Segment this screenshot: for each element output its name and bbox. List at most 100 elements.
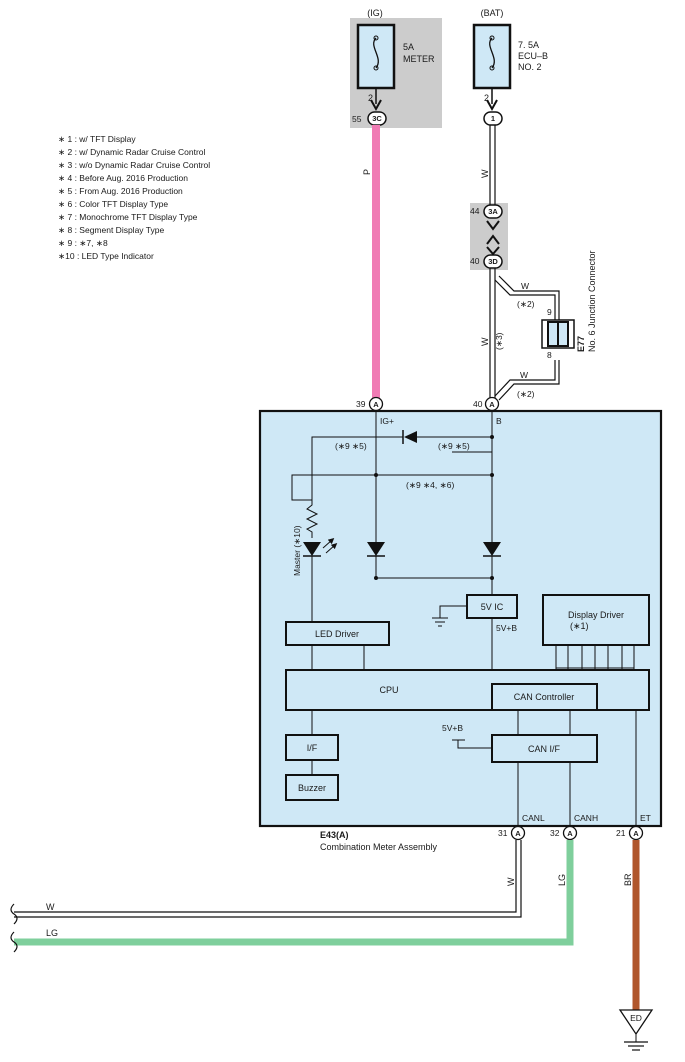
meter-pin-39-num: 39 xyxy=(356,399,366,409)
meter-code: E43(A) xyxy=(320,830,349,840)
if-label: I/F xyxy=(307,743,318,753)
bus-break-lg xyxy=(10,931,18,953)
led-driver xyxy=(285,621,390,646)
note-jc-top: (∗2) xyxy=(517,299,535,309)
jc-pin-top: 9 xyxy=(547,307,552,317)
ground-ed-label: ED xyxy=(630,1013,642,1023)
wire-p-label: P xyxy=(362,169,372,175)
meter-pin-32-conn: A xyxy=(567,829,573,838)
bat-fuse xyxy=(472,23,512,90)
jc-code: E77 xyxy=(576,336,586,352)
bat-fuse-pin: 2 xyxy=(484,93,489,103)
master-label: Master (∗10) xyxy=(292,525,302,576)
ig-plus-label: IG+ xyxy=(380,416,394,426)
can-controller-label: CAN Controller xyxy=(514,692,575,702)
meter-pin-31 xyxy=(510,825,526,841)
wire-canl-label: W xyxy=(506,877,516,886)
meter-pin-32 xyxy=(562,825,578,841)
ig-fuse-name: METER xyxy=(403,54,435,64)
display-driver-label: Display Driver xyxy=(568,610,624,620)
led-driver-label: LED Driver xyxy=(315,629,359,639)
diode-b xyxy=(483,542,501,556)
connector-3a xyxy=(483,204,503,219)
meter-pin-40-conn: A xyxy=(489,400,495,409)
connector-1 xyxy=(483,111,503,126)
legend-item: ∗ 6 : Color TFT Display Type xyxy=(58,199,168,209)
canl-label: CANL xyxy=(522,813,545,823)
wire-canl xyxy=(14,840,517,913)
connector-3a-terminal: 44 xyxy=(470,206,480,216)
bat-fuse-name2: NO. 2 xyxy=(518,62,542,72)
combination-meter-assembly xyxy=(258,409,663,828)
meter-pin-40-num: 40 xyxy=(473,399,483,409)
ig-source-label: (IG) xyxy=(367,8,383,18)
buzzer-label: Buzzer xyxy=(298,783,326,793)
legend-item: ∗ 4 : Before Aug. 2016 Production xyxy=(58,173,188,183)
five-v-ic xyxy=(466,594,518,619)
et-label: ET xyxy=(640,813,651,823)
diode-ig xyxy=(367,542,385,556)
bat-fuse-name1: ECU–B xyxy=(518,51,548,61)
meter-pin-21 xyxy=(628,825,644,841)
meter-pin-32-num: 32 xyxy=(550,828,560,838)
bat-source-label: (BAT) xyxy=(481,8,504,18)
jc-pin-bottom: 8 xyxy=(547,350,552,360)
bat-fuse-rating: 7. 5A xyxy=(518,40,539,50)
bat-fuse-symbol xyxy=(489,37,495,69)
cpu-label: CPU xyxy=(379,685,398,695)
connector-3c-terminal: 55 xyxy=(352,114,362,124)
resistor xyxy=(305,500,319,538)
connector-3d-label: 3D xyxy=(488,257,498,266)
meter-pin-21-conn: A xyxy=(633,829,639,838)
meter-pin-31-conn: A xyxy=(515,829,521,838)
ig-fuse-rating: 5A xyxy=(403,42,414,52)
meter-pin-31-num: 31 xyxy=(498,828,508,838)
bus-w-label: W xyxy=(46,902,55,912)
meter-name: Combination Meter Assembly xyxy=(320,842,438,852)
legend-item: ∗ 7 : Monochrome TFT Display Type xyxy=(58,212,198,222)
legend-item: ∗ 9 : ∗7, ∗8 xyxy=(58,238,108,248)
note-9-5-a: (∗9 ∗5) xyxy=(335,441,367,451)
legend-item: ∗ 1 : w/ TFT Display xyxy=(58,134,136,144)
can-controller xyxy=(491,683,598,711)
ig-fuse-symbol xyxy=(373,37,379,69)
diode-top xyxy=(404,431,417,443)
five-v-b-label: 5V+B xyxy=(496,623,517,633)
note-9-4-6: (∗9 ∗4, ∗6) xyxy=(406,480,454,490)
legend-item: ∗ 3 : w/o Dynamic Radar Cruise Control xyxy=(58,160,210,170)
meter-pin-39-conn: A xyxy=(373,400,379,409)
wire-et-label: BR xyxy=(623,873,633,886)
connector-3c-label: 3C xyxy=(372,114,382,123)
display-driver-note: (∗1) xyxy=(570,621,589,631)
five-v-b-2-label: 5V+B xyxy=(442,723,463,733)
b-label: B xyxy=(496,416,502,426)
wire-canh xyxy=(14,840,574,946)
legend-item: ∗10 : LED Type Indicator xyxy=(58,251,154,261)
note-jc-bottom: (∗2) xyxy=(517,389,535,399)
wire-jc-top-label: W xyxy=(521,281,529,291)
note-star3: (∗3) xyxy=(494,332,504,350)
if-block xyxy=(285,734,339,761)
bus-lg-label: LG xyxy=(46,928,58,938)
legend-item: ∗ 8 : Segment Display Type xyxy=(58,225,164,235)
wire-main-label: W xyxy=(480,337,490,346)
led-master xyxy=(303,542,321,556)
legend-item: ∗ 5 : From Aug. 2016 Production xyxy=(58,186,183,196)
wire-jc-bottom-label: W xyxy=(520,370,528,380)
bat-fuse-arrow xyxy=(486,99,498,112)
display-driver xyxy=(542,594,650,646)
connector-1-label: 1 xyxy=(491,114,495,123)
can-if-label: CAN I/F xyxy=(528,744,561,754)
wire-canh-label: LG xyxy=(557,874,567,886)
ground-ed xyxy=(618,1009,654,1036)
note-9-5-b: (∗9 ∗5) xyxy=(438,441,470,451)
legend-item: ∗ 2 : w/ Dynamic Radar Cruise Control xyxy=(58,147,206,157)
meter-pin-21-num: 21 xyxy=(616,828,626,838)
jc-name: No. 6 Junction Connector xyxy=(587,250,597,352)
ig-fuse-arrow xyxy=(370,99,382,112)
connector-3a-label: 3A xyxy=(488,207,498,216)
canh-label: CANH xyxy=(574,813,598,823)
cpu xyxy=(285,669,650,711)
ig-fuse xyxy=(356,23,396,90)
